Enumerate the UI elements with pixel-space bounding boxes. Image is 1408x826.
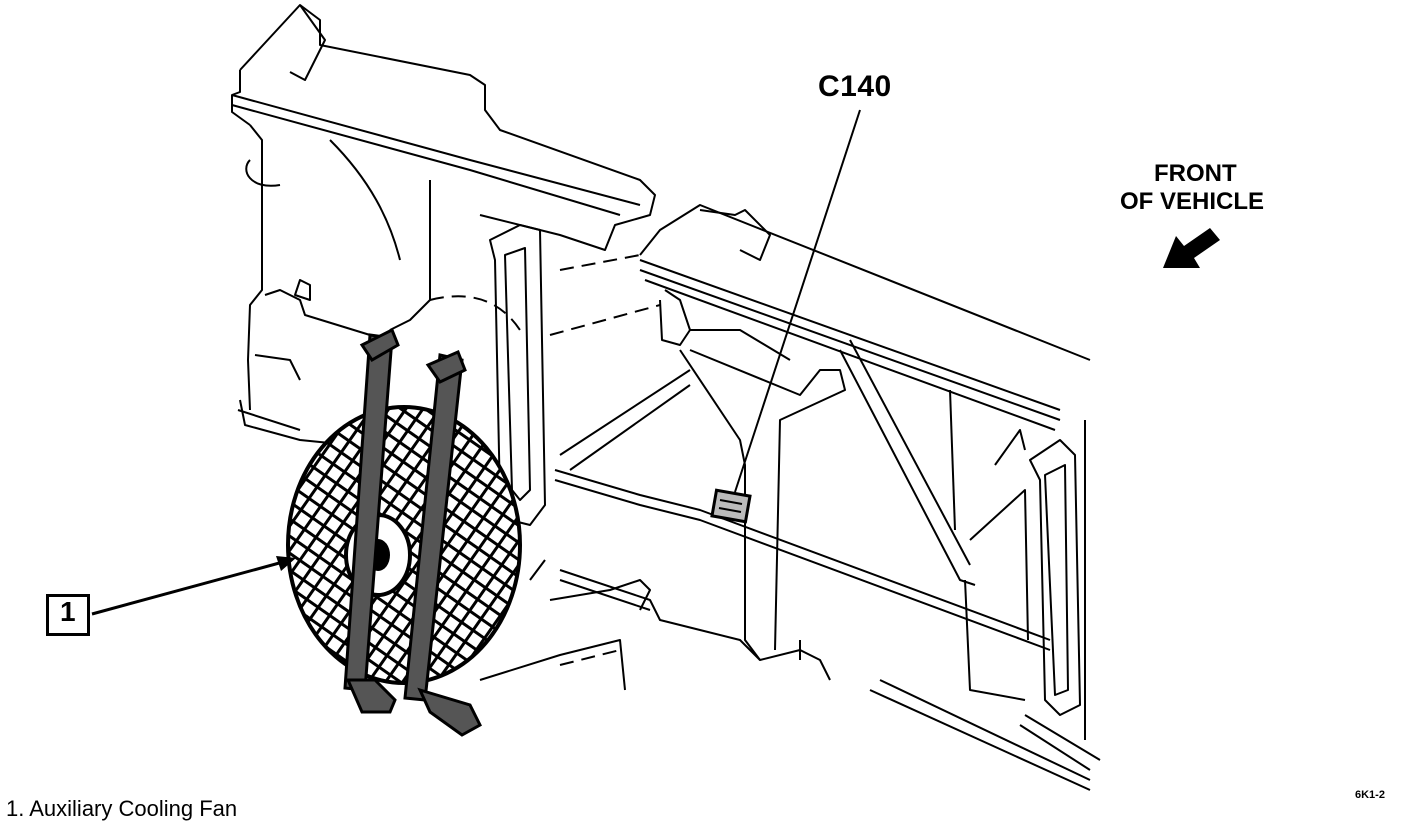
- c140-connector: [710, 488, 752, 524]
- front-direction-arrow: [1163, 228, 1220, 268]
- callout-1-leader-arrow: [91, 556, 296, 616]
- fan-shroud: [231, 4, 656, 526]
- callout-1-number: 1: [60, 596, 76, 627]
- callout-1-box: [46, 594, 90, 636]
- radiator-core-support: [479, 204, 1101, 791]
- front-label: FRONT: [1154, 160, 1237, 187]
- c140-label: C140: [818, 70, 892, 103]
- figure-id: 6K1-2: [1355, 789, 1385, 801]
- c140-leader-line: [734, 109, 861, 493]
- of-vehicle-label: OF VEHICLE: [1120, 188, 1265, 215]
- auxiliary-cooling-fan: [286, 327, 522, 737]
- legend-item-1: 1. Auxiliary Cooling Fan: [6, 796, 238, 821]
